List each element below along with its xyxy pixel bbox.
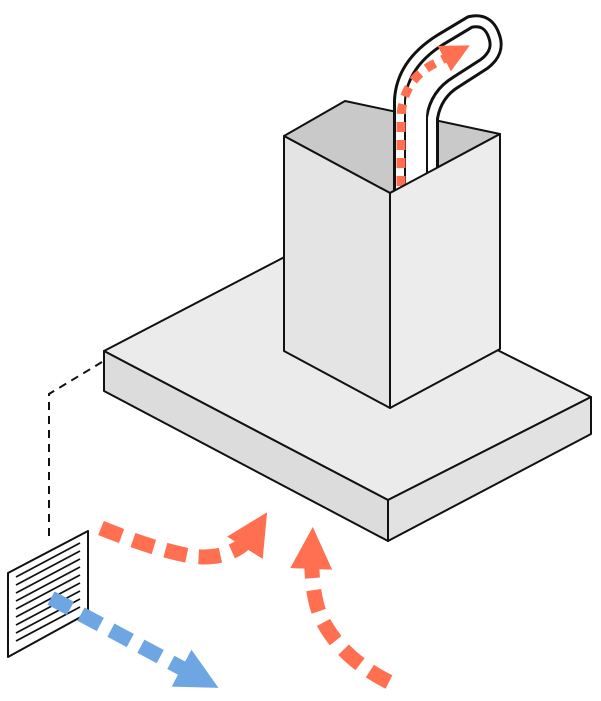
canopy-side-face [387,396,592,542]
vent-slats [15,542,81,642]
hood-chimney-front [283,133,501,409]
chimney-side-face [389,133,501,409]
red-dashed-arrow-icon-right [290,527,393,689]
wall-vent-grille-icon [7,530,89,658]
exhaust-duct [393,14,503,207]
blue-dashed-arrow-icon [47,591,219,688]
vent-connector-dashed-line [48,361,103,536]
exhaust-arrow-in-duct [396,45,470,186]
duct-interior [396,17,500,204]
red-dashed-arrow-icon-left [98,512,268,565]
duct-fill [406,33,485,196]
